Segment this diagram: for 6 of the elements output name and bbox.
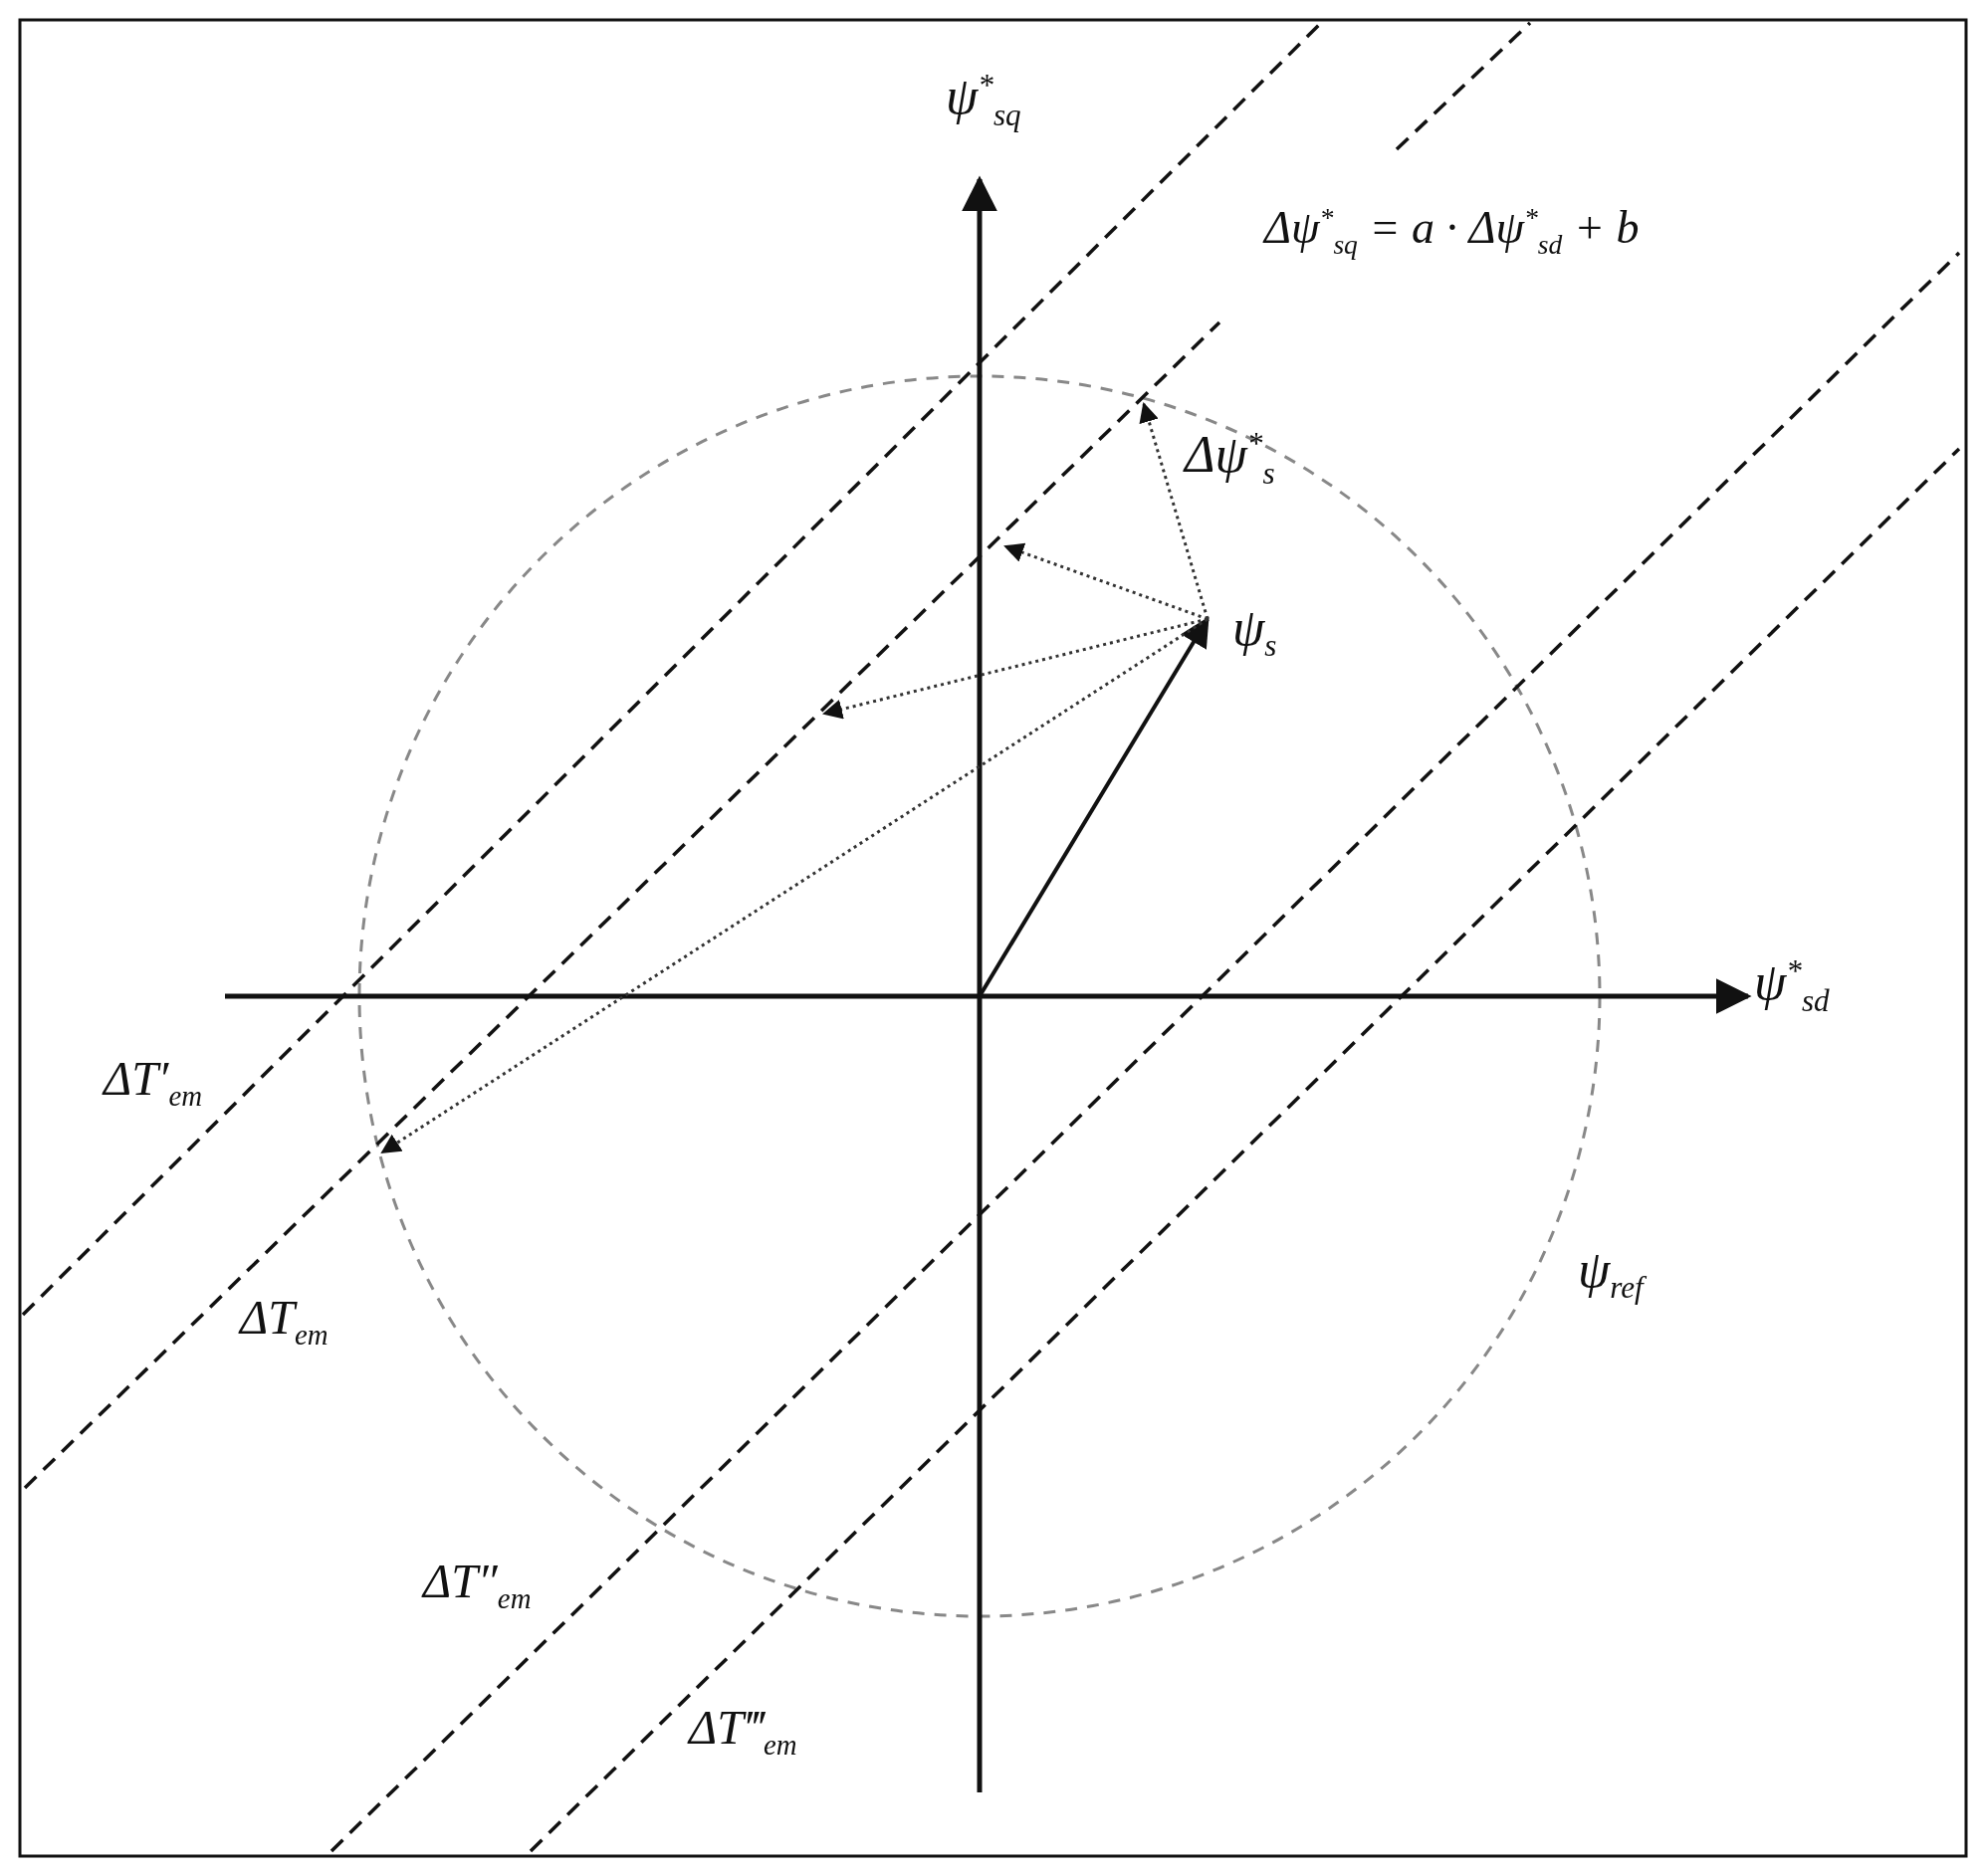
vector-label: ψ$_{s}$	[1232, 602, 1277, 662]
line-label: ΔT′$_{em}$	[104, 1055, 202, 1111]
line-label: ΔT$_{em}$	[240, 1294, 329, 1350]
line-label: ΔT″$_{em}$	[423, 1558, 532, 1613]
equation: Δψ$^{*}$$_{sq}$ = a · Δψ$^{*}$$_{sd}$ + b	[1264, 204, 1640, 259]
line-label: ΔT‴$_{em}$	[689, 1704, 797, 1760]
